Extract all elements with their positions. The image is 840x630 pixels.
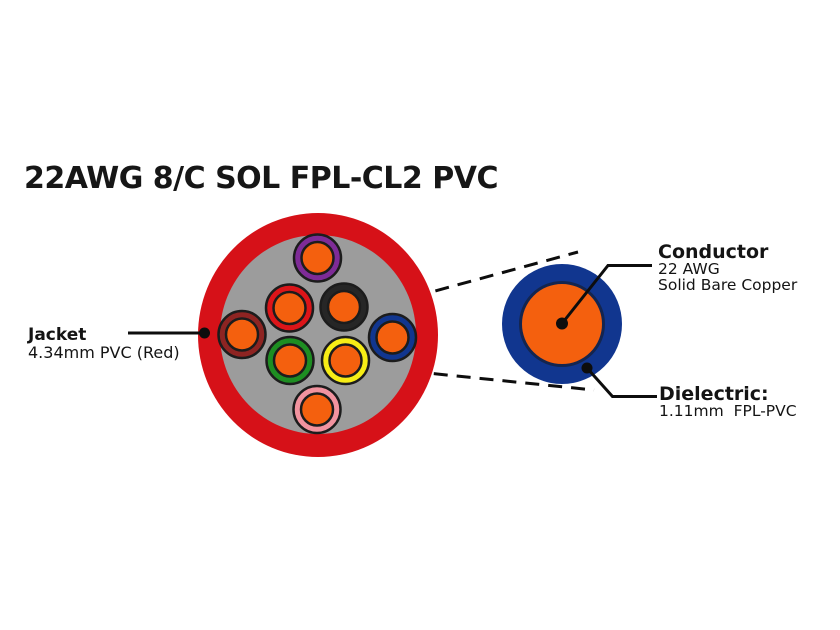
conductor-yellow xyxy=(320,335,371,386)
conductor-core xyxy=(328,343,363,378)
conductor-core xyxy=(272,290,307,326)
cable-filler xyxy=(220,235,416,434)
conductor-core xyxy=(326,289,362,325)
jacket-callout-spec: 4.34mm PVC (Red) xyxy=(28,343,180,362)
conductor-callout-material: Solid Bare Copper xyxy=(658,275,798,294)
conductor-red xyxy=(264,283,315,333)
dielectric-callout-heading: Dielectric: xyxy=(659,383,769,405)
conductor-core xyxy=(224,317,260,352)
dielectric-callout-spec: 1.11mm FPL-PVC xyxy=(659,402,797,420)
diagram-title: 22AWG 8/C SOL FPL-CL2 PVC xyxy=(24,161,498,196)
conductor-black xyxy=(319,282,369,332)
conductor-leader-line xyxy=(560,264,652,325)
conductor-brown xyxy=(217,309,267,360)
conductor-pink xyxy=(292,384,342,435)
conductor-blue xyxy=(367,312,418,363)
dielectric-anchor-dot xyxy=(581,362,593,374)
conductor-anchor-dot xyxy=(556,317,568,330)
conductor-core xyxy=(299,392,335,427)
conductor-purple xyxy=(292,233,343,283)
conductor-callout: Conductor 22 AWG Solid Bare Copper xyxy=(658,243,797,293)
jacket-callout: Jacket 4.34mm PVC (Red) xyxy=(28,326,180,361)
jacket-anchor-dot xyxy=(199,327,210,339)
conductor-green xyxy=(265,335,315,386)
jacket-callout-heading: Jacket xyxy=(28,325,87,345)
dielectric-callout: Dielectric: 1.11mm FPL-PVC xyxy=(659,385,797,420)
conductor-core xyxy=(272,343,308,378)
conductor-core xyxy=(300,240,335,276)
cable-cross-section xyxy=(198,213,438,457)
conductor-core xyxy=(375,320,410,355)
conductor-callout-gauge: 22 AWG xyxy=(658,260,720,278)
conductor-callout-heading: Conductor xyxy=(658,241,769,263)
dielectric-leader-line xyxy=(585,366,657,398)
